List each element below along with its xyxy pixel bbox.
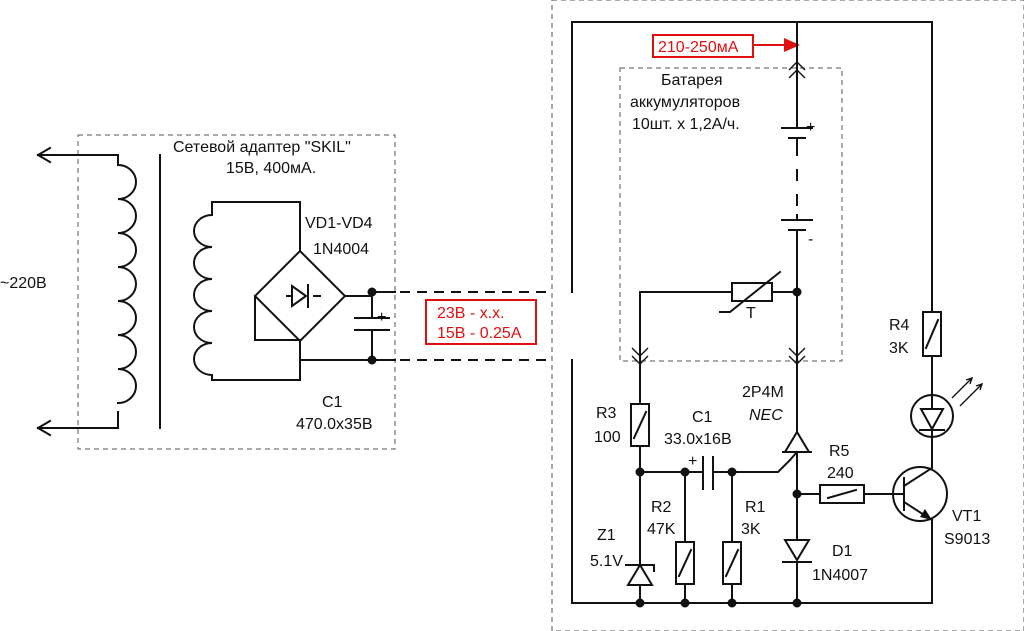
charge-current: 210-250мА [658,39,739,56]
r2-resistor: R2 47K [647,471,695,604]
battery-stack: + - [781,21,815,365]
charge-current-marker: 210-250мА [652,34,800,58]
transformer-primary [116,163,137,405]
r3-resistor: R3 100 [594,359,650,473]
vt1-ref: VT1 [952,508,981,525]
output-spec-box: 23В - х.х. 15В - 0.25А [425,299,537,345]
charger-outline [551,0,1024,631]
d1-diode: D1 1N4007 [782,493,868,604]
r5-resistor: R5 240 [796,443,896,504]
battery-minus: - [808,231,813,248]
z1-zener: Z1 5.1V [590,471,655,604]
c1-value: 33.0x16B [664,431,732,448]
adapter-title-line-2: 15В, 400мА. [226,160,316,177]
c1-plus: + [688,453,697,470]
battery-plus: + [806,119,815,136]
d1-ref: D1 [832,543,853,560]
r5-value: 240 [827,465,854,482]
bridge-part: 1N4004 [313,241,369,258]
led [910,376,984,461]
thermistor-label: T [746,305,756,322]
adapter-block: + [36,134,396,450]
c1-capacitor: + C1 33.0x16B [639,409,792,490]
transformer-secondary [193,201,213,381]
output-spec-line-1: 23В - х.х. [437,305,505,322]
battery-line-3: 10шт. х 1,2А/ч. [632,116,740,133]
thermistor: T [631,270,798,365]
r3-ref: R3 [596,405,617,422]
bridge-rectifier [211,201,373,381]
r2-ref: R2 [651,499,672,516]
r4-resistor: R4 3K [889,311,942,395]
junction-dot [727,598,737,608]
r4-ref: R4 [889,317,910,334]
c1-ref: C1 [692,409,713,426]
r4-value: 3K [889,340,909,357]
r1-resistor: R1 3K [722,471,766,604]
r2-value: 47K [647,521,676,538]
junction-dot [635,598,645,608]
z1-value: 5.1V [590,553,623,570]
adapter-title-line-1: Сетевой адаптер "SKIL" [173,139,351,156]
scr-maker: NEC [749,407,783,424]
cable [400,291,548,361]
charger-rails [571,21,933,604]
adapter-cap-ref: C1 [322,394,343,411]
adapter-cap-value: 470.0x35B [296,416,373,433]
r5-ref: R5 [829,443,850,460]
mains-voltage: ~220B [0,275,47,292]
junction-dot [792,598,802,608]
bridge-ref: VD1-VD4 [305,215,373,232]
adapter-cap-plus: + [377,309,386,326]
junction-dot [680,598,690,608]
adapter-capacitor: + [299,295,390,361]
r3-value: 100 [594,429,621,446]
mains-leads [36,146,119,437]
vt1-transistor: VT1 S9013 [892,459,990,548]
d1-part: 1N4007 [812,567,868,584]
scr-ref: 2P4M [742,384,784,401]
scr-thyristor: 2P4M NEC [742,359,812,495]
junction-dot [792,287,802,297]
vt1-part: S9013 [944,531,990,548]
r1-value: 3K [741,521,761,538]
output-spec-line-2: 15В - 0.25А [437,325,522,342]
r1-ref: R1 [745,499,766,516]
z1-ref: Z1 [597,527,616,544]
battery-line-2: аккумуляторов [630,94,740,111]
battery-line-1: Батарея [661,72,723,89]
battery-outline [619,67,843,362]
